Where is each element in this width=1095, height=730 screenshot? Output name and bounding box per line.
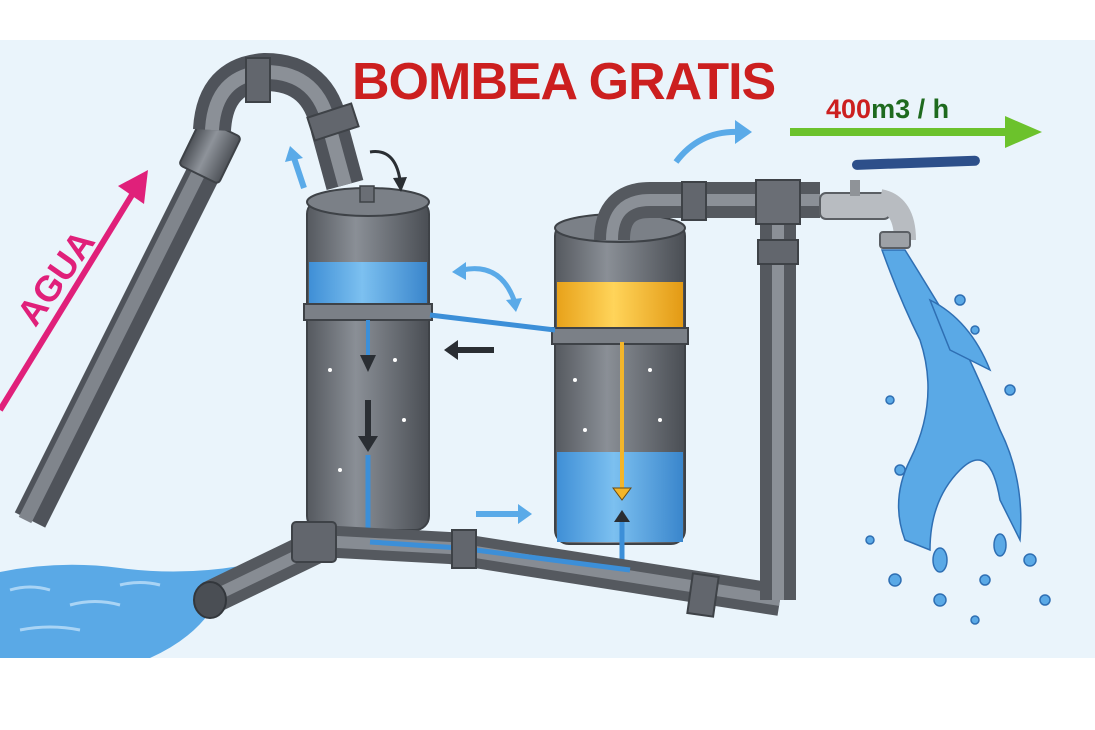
faucet-valve-icon <box>819 155 980 249</box>
connector-pipe <box>429 312 556 333</box>
left-tank-water <box>309 262 427 304</box>
outlet-pipe <box>594 179 820 600</box>
flow-rate-label: 400m3 / h <box>826 94 949 125</box>
bottom-pipes <box>193 521 783 619</box>
left-arrow-icon <box>444 340 494 360</box>
inlet-arrow <box>0 170 148 412</box>
water-pool <box>0 564 240 658</box>
flow-rate-value: 400 <box>826 94 872 124</box>
right-arrow-icon <box>476 504 532 524</box>
up-arrow-icon <box>285 146 307 189</box>
up-right-arrow-icon <box>673 120 752 164</box>
flow-rate-unit: m3 / h <box>871 94 950 124</box>
curved-arrow-icon <box>369 150 407 192</box>
page-title: BOMBEA GRATIS <box>352 53 776 111</box>
oil-layer <box>557 282 683 330</box>
water-jet-icon <box>865 249 1051 625</box>
exchange-arrow-icon <box>452 262 522 312</box>
flow-arrow <box>790 116 1042 148</box>
inlet-pipe <box>14 52 364 528</box>
right-tank <box>551 213 689 560</box>
left-tank <box>303 185 461 548</box>
